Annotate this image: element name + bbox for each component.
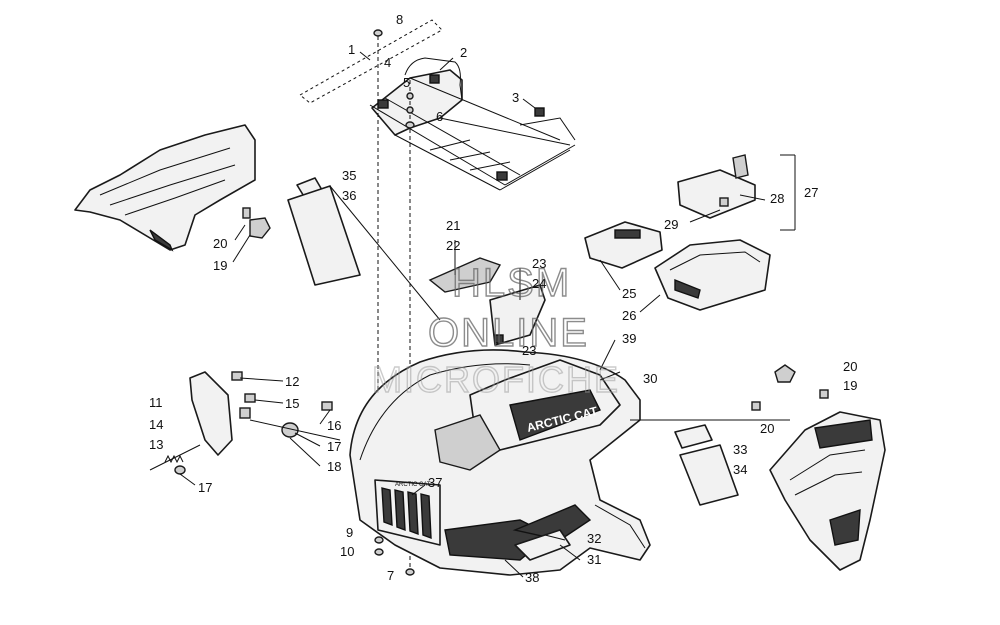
callout-19a: 19 [213,258,227,273]
callout-37: 37 [428,475,442,490]
callout-13: 13 [149,437,163,452]
callout-17a: 17 [327,439,341,454]
callout-29: 29 [664,217,678,232]
grille-slats [381,487,432,540]
rack-fasteners [373,29,415,575]
callout-11: 11 [149,395,163,410]
watermark: HLSM ONLINE MICROFICHE [371,260,620,400]
callout-15: 15 [285,396,299,411]
callout-30: 30 [643,371,657,386]
callout-20c: 20 [760,421,774,436]
callout-28: 28 [770,191,784,206]
callout-23a: 23 [532,256,546,271]
callout-5: 5 [403,75,410,90]
callout-32: 32 [587,531,601,546]
center-access-panel [428,240,546,346]
callout-18: 18 [327,459,341,474]
leader-lines [179,51,796,578]
callout-7: 7 [387,568,394,583]
decal-35-36 [287,177,441,321]
callout-20b: 20 [843,359,857,374]
callout-8: 8 [396,12,403,27]
callout-labels: 8 1 2 4 5 3 6 35 36 27 28 29 21 22 23 24… [149,12,857,585]
callout-38: 38 [525,570,539,585]
callout-21: 21 [446,218,460,233]
callout-35: 35 [342,168,356,183]
callout-10: 10 [340,544,354,559]
callout-12: 12 [285,374,299,389]
callout-24: 24 [532,276,546,291]
callout-27: 27 [804,185,818,200]
watermark-line3: MICROFICHE [372,359,620,400]
callout-39: 39 [622,331,636,346]
callout-26: 26 [622,308,636,323]
callout-2: 2 [460,45,467,60]
callout-6: 6 [436,109,443,124]
callout-34: 34 [733,462,747,477]
callout-36: 36 [342,188,356,203]
bottom-fasteners [374,536,415,576]
right-side-panel [751,364,886,571]
callout-16: 16 [327,418,341,433]
callout-22: 22 [446,238,460,253]
callout-31: 31 [587,552,601,567]
left-side-panel [74,124,271,252]
watermark-line1: HLSM [452,261,571,305]
front-rack [299,19,576,191]
callout-14: 14 [149,417,163,432]
callout-20a: 20 [213,236,227,251]
decal-33-34 [630,419,790,506]
headlight-bracket-assembly [149,371,341,475]
callout-1: 1 [348,42,355,57]
watermark-line2: ONLINE [428,311,589,355]
callout-9: 9 [346,525,353,540]
callout-25: 25 [622,286,636,301]
callout-23b: 23 [522,343,536,358]
callout-3: 3 [512,90,519,105]
callout-33: 33 [733,442,747,457]
callout-4: 4 [384,55,391,70]
callout-19b: 19 [843,378,857,393]
grille-label: ARCTIC CAT [395,482,431,488]
storage-compartment [584,154,771,311]
callout-17b: 17 [198,480,212,495]
front-fender-body: ARCTIC CAT ARCTIC CAT [349,349,651,576]
